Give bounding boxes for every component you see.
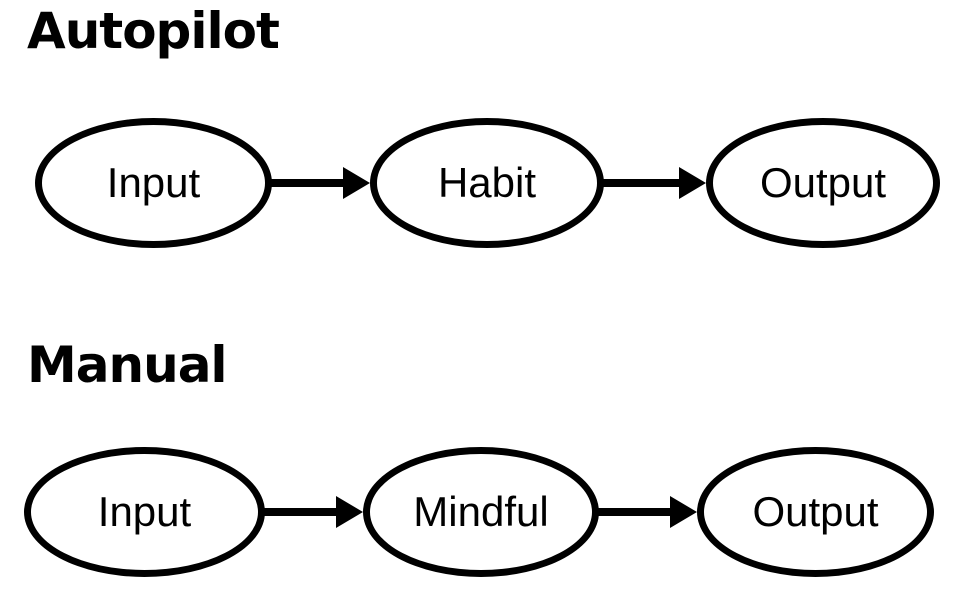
node-label: Input bbox=[106, 159, 201, 206]
arrow-shaft bbox=[602, 179, 682, 187]
row-title-autopilot: Autopilot bbox=[27, 2, 280, 60]
arrow-shaft bbox=[263, 508, 339, 516]
arrow-head-icon bbox=[679, 167, 706, 199]
arrow-shaft bbox=[270, 179, 346, 187]
arrow-head-icon bbox=[343, 167, 370, 199]
row-title-manual: Manual bbox=[27, 336, 228, 394]
node-input-manual: Input bbox=[24, 447, 265, 577]
node-label: Mindful bbox=[413, 488, 549, 535]
node-label: Habit bbox=[437, 159, 537, 206]
arrow-input-to-habit bbox=[270, 167, 370, 199]
node-label: Output bbox=[752, 488, 879, 535]
node-input-autopilot: Input bbox=[35, 118, 272, 248]
arrow-habit-to-output bbox=[602, 167, 706, 199]
arrow-mindful-to-output bbox=[597, 496, 697, 528]
arrow-head-icon bbox=[670, 496, 697, 528]
arrow-head-icon bbox=[336, 496, 363, 528]
node-habit: Habit bbox=[370, 118, 604, 248]
node-label: Output bbox=[759, 159, 887, 206]
arrow-input-to-mindful bbox=[263, 496, 363, 528]
arrow-shaft bbox=[597, 508, 673, 516]
node-mindful: Mindful bbox=[363, 447, 599, 577]
node-output-manual: Output bbox=[697, 447, 934, 577]
node-label: Input bbox=[97, 488, 192, 535]
node-output-autopilot: Output bbox=[706, 118, 940, 248]
